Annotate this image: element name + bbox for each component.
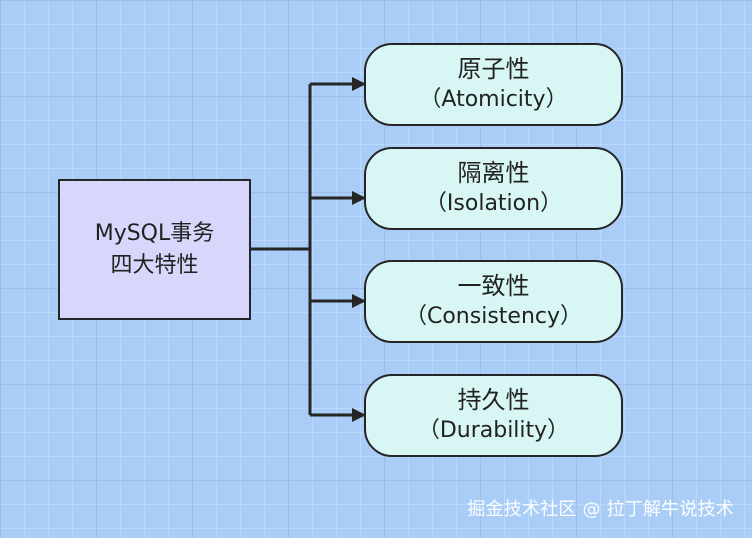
root-node: MySQL事务 四大特性 [58,179,251,320]
durability-title: 持久性 [457,386,530,415]
watermark-text: 掘金技术社区 @ 拉丁解牛说技术 [467,499,734,520]
atomicity-title: 原子性 [457,55,530,84]
atomicity-subtitle: （Atomicity） [419,87,568,113]
consistency-title: 一致性 [457,272,530,301]
consistency-subtitle: （Consistency） [404,304,583,330]
durability-subtitle: （Durability） [417,418,570,444]
isolation-subtitle: （Isolation） [424,191,563,217]
isolation-node: 隔离性 （Isolation） [364,147,623,230]
consistency-node: 一致性 （Consistency） [364,260,623,343]
isolation-title: 隔离性 [457,159,530,188]
atomicity-node: 原子性 （Atomicity） [364,43,623,126]
durability-node: 持久性 （Durability） [364,374,623,457]
root-node-label: MySQL事务 四大特性 [94,220,215,278]
